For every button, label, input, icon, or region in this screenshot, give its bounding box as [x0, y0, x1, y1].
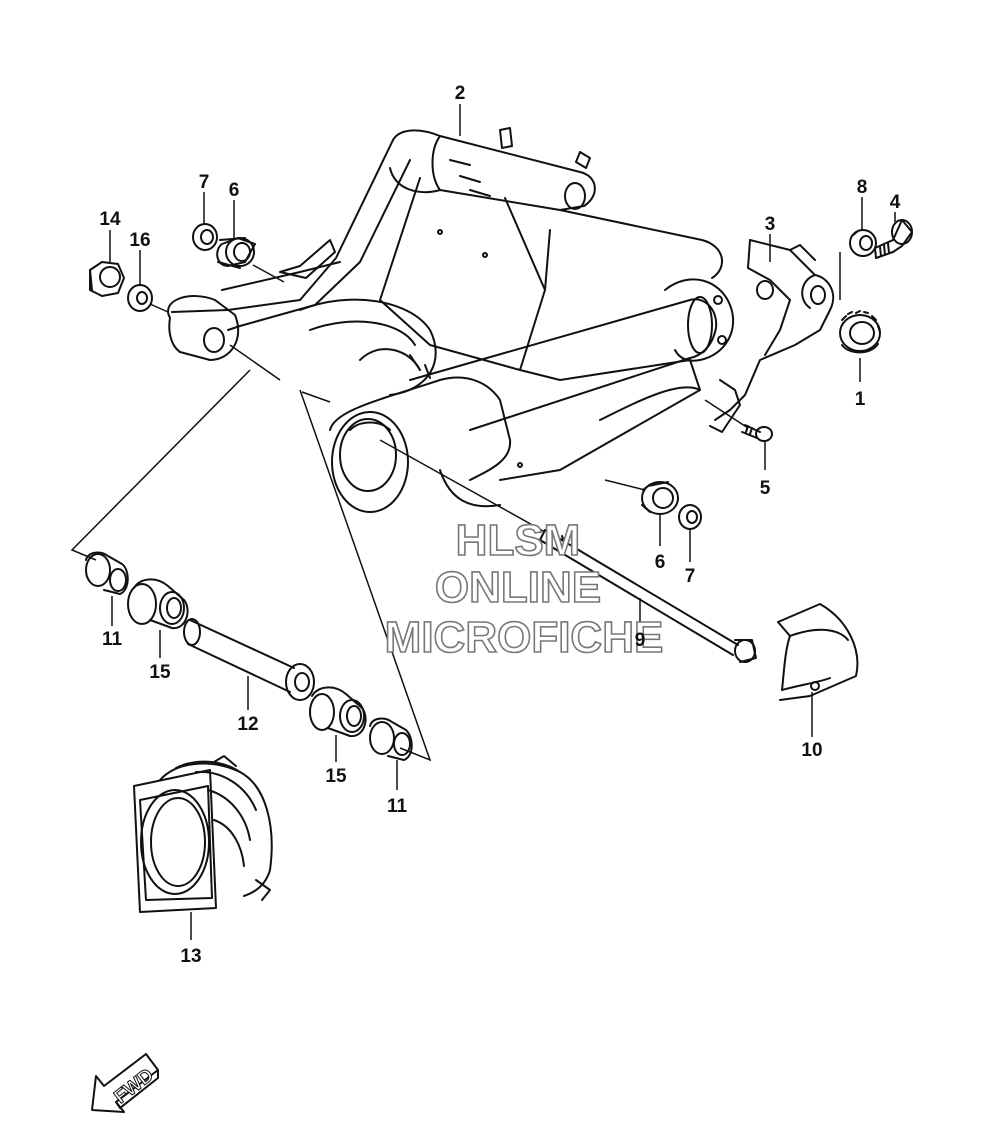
callout-10: 10	[801, 740, 822, 761]
callout-16: 16	[129, 230, 150, 251]
callout-11-left: 11	[102, 629, 123, 650]
callout-7-top: 7	[199, 172, 210, 193]
washer-7-bottom	[678, 504, 702, 530]
fwd-arrow-icon: FWD	[91, 1053, 159, 1113]
pivot-shaft-9	[539, 527, 757, 663]
nut-14	[89, 261, 125, 297]
needle-bearing-6-top	[216, 237, 256, 269]
watermark-line-2: ONLINE	[435, 563, 601, 612]
collar-11-right	[369, 717, 413, 761]
callout-13: 13	[180, 946, 201, 967]
washer-16	[127, 284, 153, 312]
callout-6-top: 6	[229, 180, 240, 201]
rubber-boot-13	[133, 755, 273, 913]
callout-4: 4	[890, 192, 901, 213]
callout-2: 2	[455, 83, 466, 104]
callout-labels: 2 3 1 4 8 5 6 7 9 10 11 15 12 15 11 13 1…	[99, 83, 900, 967]
callout-11-right: 11	[387, 796, 408, 817]
callout-15-left: 15	[149, 662, 171, 683]
callout-6-bottom: 6	[655, 552, 666, 573]
callout-14: 14	[99, 209, 121, 230]
bushing-8	[849, 229, 877, 257]
callout-3: 3	[765, 214, 776, 235]
watermark-line-3: MICROFICHE	[385, 613, 664, 662]
watermark-line-1: HLSM	[456, 516, 581, 565]
needle-bearing-6-bottom	[641, 481, 679, 515]
bolt-4	[874, 219, 913, 259]
collar-11-left	[85, 551, 129, 595]
swingarm-frame	[167, 127, 735, 513]
washer-7-top	[192, 223, 218, 251]
callout-9: 9	[635, 630, 646, 651]
callout-12: 12	[237, 714, 258, 735]
caliper-bracket	[709, 239, 835, 433]
leader-lines	[70, 104, 896, 940]
spacer-12	[183, 618, 315, 701]
callout-5: 5	[760, 478, 771, 499]
needle-bearing-15-left	[127, 578, 189, 630]
callout-15-right: 15	[325, 766, 347, 787]
cover-10	[777, 603, 859, 701]
callout-7-bottom: 7	[685, 566, 696, 587]
callout-8: 8	[857, 177, 868, 198]
callout-1: 1	[855, 389, 866, 410]
needle-bearing-15-right	[309, 686, 367, 738]
collar-nut	[839, 310, 881, 354]
watermark: HLSM ONLINE MICROFICHE	[384, 515, 664, 663]
